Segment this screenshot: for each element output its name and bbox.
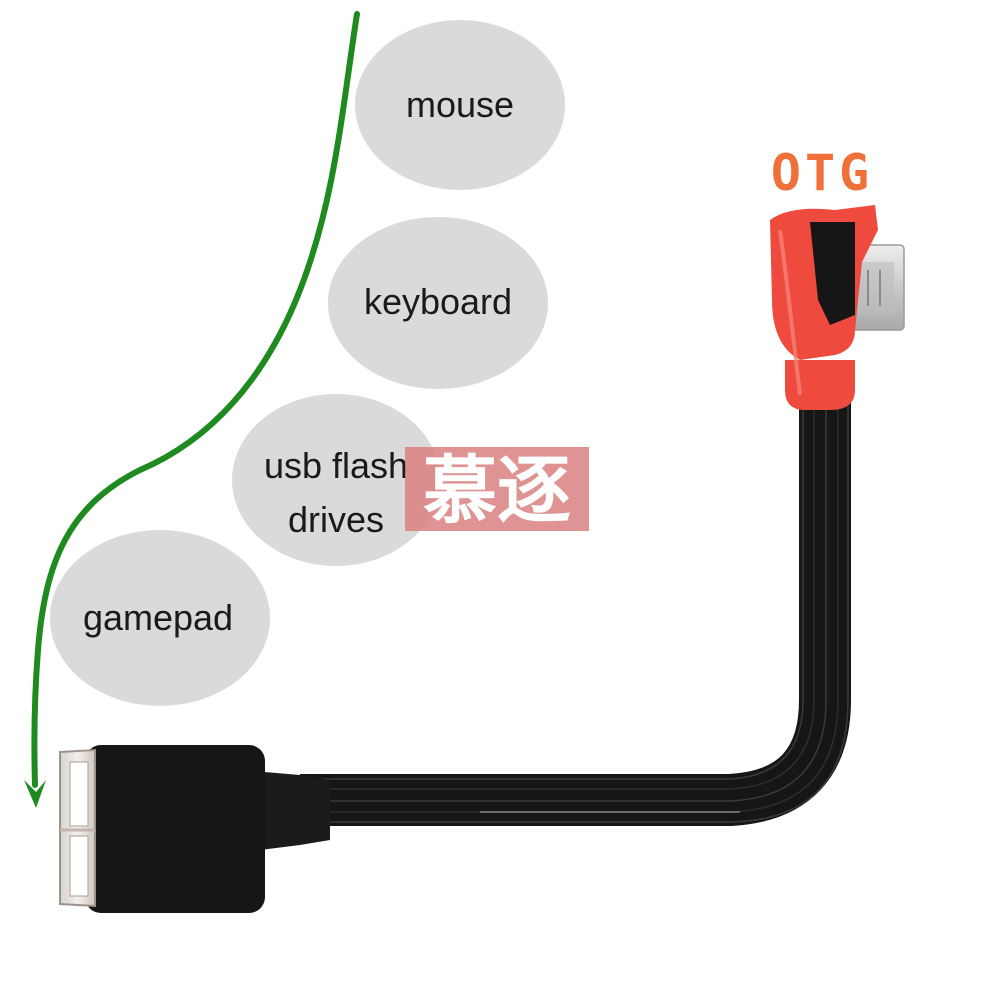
green-arrow-icon (24, 11, 360, 808)
usb-a-female-connector-icon (59, 745, 330, 913)
bubble-usb-flash-drives: usb flash drives (232, 394, 440, 566)
label-gamepad: gamepad (83, 597, 233, 638)
ribbon-cable (300, 395, 851, 826)
label-mouse: mouse (406, 84, 514, 125)
bubble-keyboard: keyboard (328, 217, 548, 389)
micro-usb-connector-icon (770, 205, 905, 410)
watermark-text: 慕逐 (423, 448, 571, 534)
label-usb-flash: usb flash (264, 445, 408, 486)
watermark: 慕逐 (405, 447, 589, 534)
bubble-gamepad: gamepad (50, 530, 270, 706)
bubble-mouse: mouse (355, 20, 565, 190)
otg-label: OTG (771, 144, 873, 202)
label-keyboard: keyboard (364, 281, 512, 322)
label-drives: drives (288, 499, 384, 540)
